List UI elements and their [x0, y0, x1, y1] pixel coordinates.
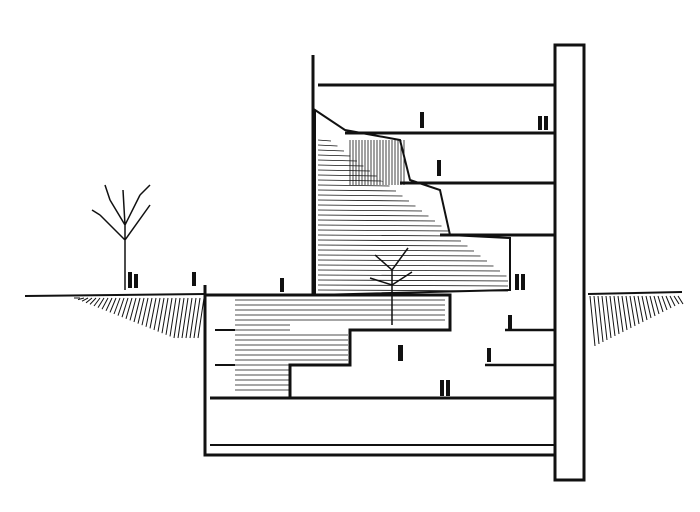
hatch-stroke [649, 295, 656, 317]
hatch-stroke [317, 149, 345, 152]
hatch-stroke [125, 297, 133, 319]
hatch-stroke [317, 254, 481, 257]
tree-outside [91, 184, 151, 290]
hatch-stroke [133, 297, 141, 323]
hatch-stroke [317, 279, 509, 282]
hatch-stroke [641, 295, 648, 321]
hatch-stroke [197, 297, 205, 339]
hatch-stroke [173, 297, 181, 339]
hatch-stroke [653, 295, 660, 315]
hatch-stroke [189, 297, 197, 339]
hatch-stroke [677, 295, 684, 305]
hatch-stroke [153, 297, 161, 331]
hatch-stroke [317, 199, 410, 202]
hatch-stroke [129, 297, 137, 321]
hatch-stroke [81, 297, 89, 302]
hatch-stroke [317, 204, 416, 207]
hatch-stroke [317, 154, 351, 157]
hatch-stroke [657, 295, 664, 313]
hatch-stroke [317, 274, 507, 277]
hatch-stroke [181, 297, 189, 339]
tree-courtyard [369, 247, 413, 325]
hatch-stroke [149, 297, 157, 329]
hatch-stroke [317, 209, 423, 212]
service-shaft [553, 43, 586, 482]
hatch-stroke [317, 259, 488, 262]
hatch-stroke [317, 184, 390, 187]
basement [203, 285, 557, 457]
hatch-stroke [317, 189, 397, 192]
hatch-stroke [593, 295, 600, 345]
hatch-stroke [605, 295, 612, 339]
hatch-stroke [317, 234, 455, 237]
hatch-stroke [193, 297, 201, 339]
hatch-stroke [601, 295, 608, 341]
textured-mass [314, 108, 511, 297]
hatch-stroke [317, 289, 509, 292]
hatch-stroke [317, 219, 436, 222]
hatch-stroke [317, 214, 429, 217]
hatch-stroke [665, 295, 672, 309]
hatch-stroke [609, 295, 616, 337]
hatch-stroke [101, 297, 109, 310]
hatch-stroke [157, 297, 165, 332]
hatch-stroke [317, 144, 338, 147]
hatch-stroke [317, 194, 403, 197]
hatch-stroke [165, 297, 173, 335]
hatch-stroke [317, 169, 371, 172]
hatch-stroke [633, 295, 640, 325]
hatch-stroke [617, 295, 624, 333]
hatch-stroke [317, 224, 442, 227]
hatch-stroke [661, 295, 668, 311]
hatch-stroke [77, 297, 85, 301]
hatch-stroke [317, 239, 462, 242]
hatch-stroke [317, 139, 332, 142]
hatch-stroke [613, 295, 620, 335]
hatch-stroke [317, 269, 501, 272]
ground-right [587, 291, 684, 347]
hatch-stroke [105, 297, 113, 312]
hatch-stroke [317, 179, 384, 182]
hatch-stroke [97, 297, 105, 308]
hatch-stroke [137, 297, 145, 324]
hatch-stroke [141, 297, 149, 326]
hatch-stroke [317, 159, 358, 162]
hatch-stroke [85, 297, 93, 304]
ground-left [24, 293, 206, 339]
hatch-stroke [317, 264, 494, 267]
hatch-stroke [637, 295, 644, 323]
hatch-stroke [621, 295, 628, 331]
hatch-stroke [589, 295, 596, 347]
hatch-stroke [597, 295, 604, 343]
hatch-stroke [317, 164, 364, 167]
hatch-stroke [89, 297, 97, 305]
hatch-stroke [625, 295, 632, 329]
hatch-stroke [161, 297, 169, 334]
hatch-stroke [113, 297, 121, 315]
hatch-stroke [169, 297, 177, 337]
hatch-stroke [185, 297, 193, 339]
hatch-stroke [93, 297, 101, 307]
hatch-stroke [109, 297, 117, 313]
hatch-stroke [145, 297, 153, 327]
hatch-stroke [117, 297, 125, 316]
hatch-stroke [317, 229, 449, 232]
hatch-stroke [669, 295, 676, 307]
upper-floors [311, 55, 555, 295]
hatch-stroke [629, 295, 636, 327]
hatch-stroke [317, 244, 468, 247]
hatch-stroke [121, 297, 129, 318]
hatch-stroke [673, 295, 680, 305]
hatch-stroke [317, 284, 509, 287]
people-outside [128, 272, 196, 288]
hatch-stroke [645, 295, 652, 319]
hatch-stroke [177, 297, 185, 339]
hatch-stroke [317, 174, 377, 177]
hatch-stroke [317, 249, 475, 252]
people-inside [280, 112, 548, 396]
